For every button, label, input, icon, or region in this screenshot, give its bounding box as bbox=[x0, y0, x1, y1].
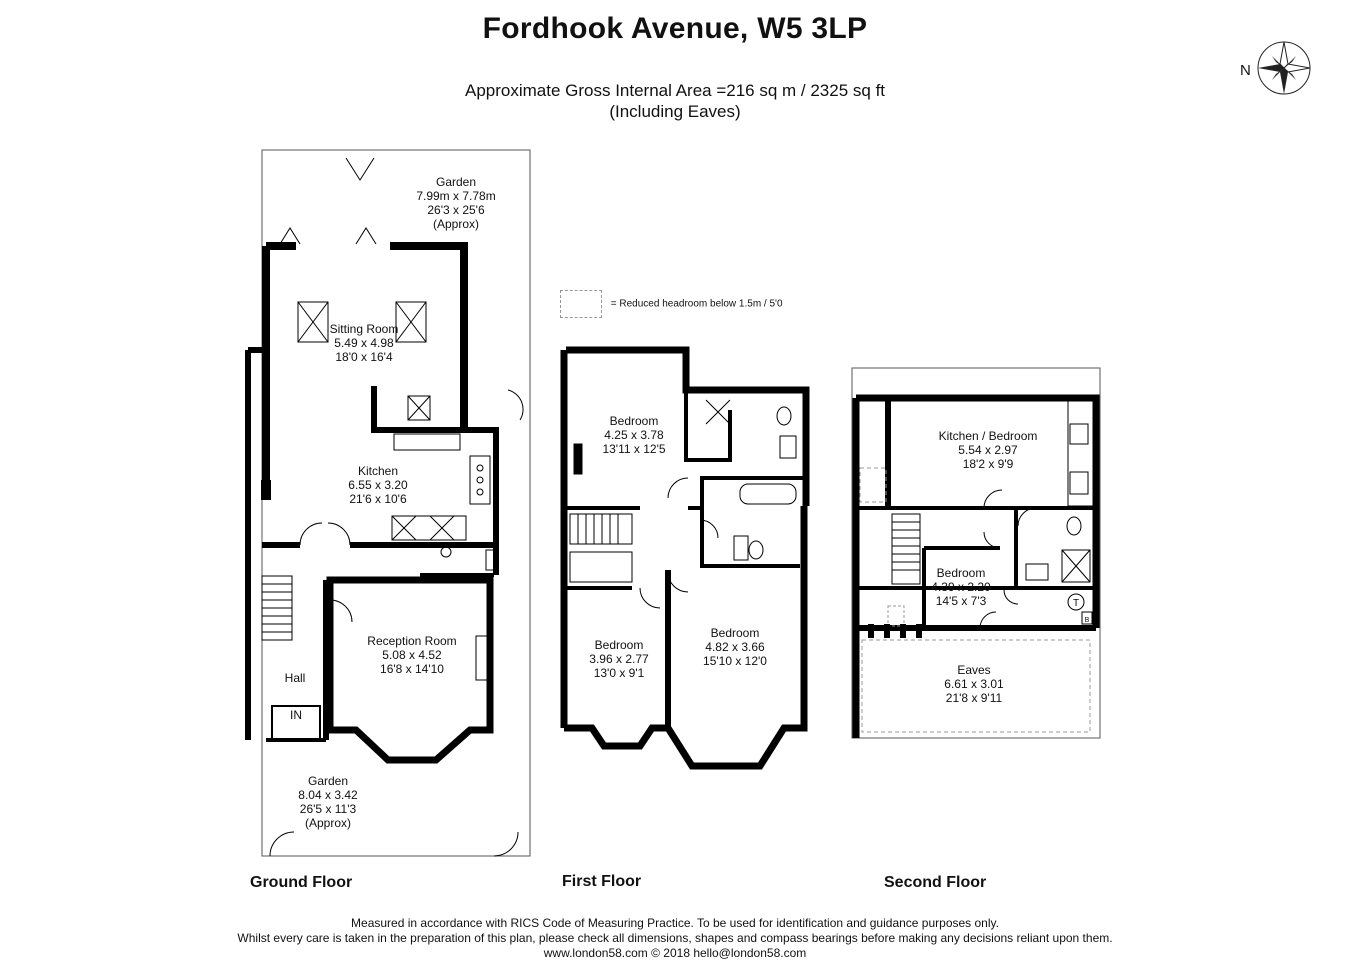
bedroom-2-imperial: 13'0 x 9'1 bbox=[594, 666, 645, 680]
bedroom-4-metric: 4.39 x 2.20 bbox=[931, 580, 991, 594]
kitchen-bedroom-metric: 5.54 x 2.97 bbox=[958, 443, 1018, 457]
garden-rear-imperial: 26'3 x 25'6 bbox=[427, 203, 485, 217]
gross-area-text: Approximate Gross Internal Area =216 sq … bbox=[464, 81, 886, 100]
bedroom-4-imperial: 14'5 x 7'3 bbox=[936, 594, 987, 608]
compass: N bbox=[1236, 40, 1316, 100]
reception-room-name: Reception Room bbox=[367, 634, 456, 648]
legend-text: = Reduced headroom below 1.5m / 5'0 bbox=[610, 298, 783, 310]
bedroom-2-name: Bedroom bbox=[595, 638, 644, 652]
page-title: Fordhook Avenue, W5 3LP bbox=[482, 12, 868, 45]
garden-rear-name: Garden bbox=[436, 175, 476, 189]
kitchen-name: Kitchen bbox=[358, 464, 398, 478]
garden-front-name: Garden bbox=[308, 774, 348, 788]
second-floor-plan bbox=[851, 367, 1101, 739]
legend-dashed-swatch bbox=[560, 290, 602, 318]
second-floor-label: Second Floor bbox=[884, 874, 987, 891]
kitchen-metric: 6.55 x 3.20 bbox=[348, 478, 408, 492]
hall-name: Hall bbox=[285, 671, 306, 685]
eaves-name: Eaves bbox=[957, 663, 990, 677]
eaves-imperial: 21'8 x 9'11 bbox=[946, 691, 1003, 705]
bedroom-4-name: Bedroom bbox=[937, 566, 986, 580]
reception-room-imperial: 16'8 x 14'10 bbox=[380, 662, 444, 676]
kitchen-imperial: 21'6 x 10'6 bbox=[349, 492, 407, 506]
compass-north-label: N bbox=[1240, 62, 1251, 79]
garden-front-metric: 8.04 x 3.42 bbox=[298, 788, 358, 802]
bedroom-1-name: Bedroom bbox=[610, 414, 659, 428]
area-summary: Approximate Gross Internal Area =216 sq … bbox=[0, 80, 1350, 122]
bedroom-3-imperial: 15'10 x 12'0 bbox=[703, 654, 767, 668]
first-floor-label: First Floor bbox=[562, 873, 642, 890]
headroom-legend: = Reduced headroom below 1.5m / 5'0 bbox=[560, 290, 783, 318]
ground-floor-label: Ground Floor bbox=[250, 874, 353, 891]
reception-room-metric: 5.08 x 4.52 bbox=[382, 648, 442, 662]
eaves-metric: 6.61 x 3.01 bbox=[944, 677, 1004, 691]
ground-floor-plan bbox=[245, 149, 531, 857]
bedroom-1-metric: 4.25 x 3.78 bbox=[604, 428, 664, 442]
garden-rear-note: (Approx) bbox=[433, 217, 479, 231]
sitting-room-name: Sitting Room bbox=[330, 322, 399, 336]
bedroom-2-metric: 3.96 x 2.77 bbox=[589, 652, 649, 666]
footer-line-2: Whilst every care is taken in the prepar… bbox=[237, 931, 1113, 945]
compass-rose-icon bbox=[1257, 41, 1311, 95]
footer-line-3: www.london58.com © 2018 hello@london58.c… bbox=[543, 946, 807, 960]
room-labels: Garden 7.99m x 7.78m 26'3 x 25'6 (Approx… bbox=[285, 175, 1090, 830]
sitting-room-imperial: 18'0 x 16'4 bbox=[335, 350, 393, 364]
tank-label: T bbox=[1073, 598, 1079, 609]
bedroom-1-imperial: 13'11 x 12'5 bbox=[602, 442, 665, 456]
garden-front-note: (Approx) bbox=[305, 816, 351, 830]
footer-line-1: Measured in accordance with RICS Code of… bbox=[351, 916, 999, 930]
kitchen-bedroom-imperial: 18'2 x 9'9 bbox=[963, 457, 1014, 471]
disclaimer-footer: Measured in accordance with RICS Code of… bbox=[0, 916, 1350, 961]
kitchen-bedroom-name: Kitchen / Bedroom bbox=[939, 429, 1038, 443]
sitting-room-metric: 5.49 x 4.98 bbox=[334, 336, 394, 350]
bedroom-3-metric: 4.82 x 3.66 bbox=[705, 640, 765, 654]
entrance-in-label: IN bbox=[290, 708, 302, 722]
boiler-label: B bbox=[1085, 617, 1090, 624]
garden-front-imperial: 26'5 x 11'3 bbox=[300, 802, 357, 816]
bedroom-3-name: Bedroom bbox=[711, 626, 760, 640]
area-note-text: (Including Eaves) bbox=[609, 102, 741, 121]
garden-rear-metric: 7.99m x 7.78m bbox=[416, 189, 495, 203]
first-floor-plan bbox=[560, 346, 810, 770]
